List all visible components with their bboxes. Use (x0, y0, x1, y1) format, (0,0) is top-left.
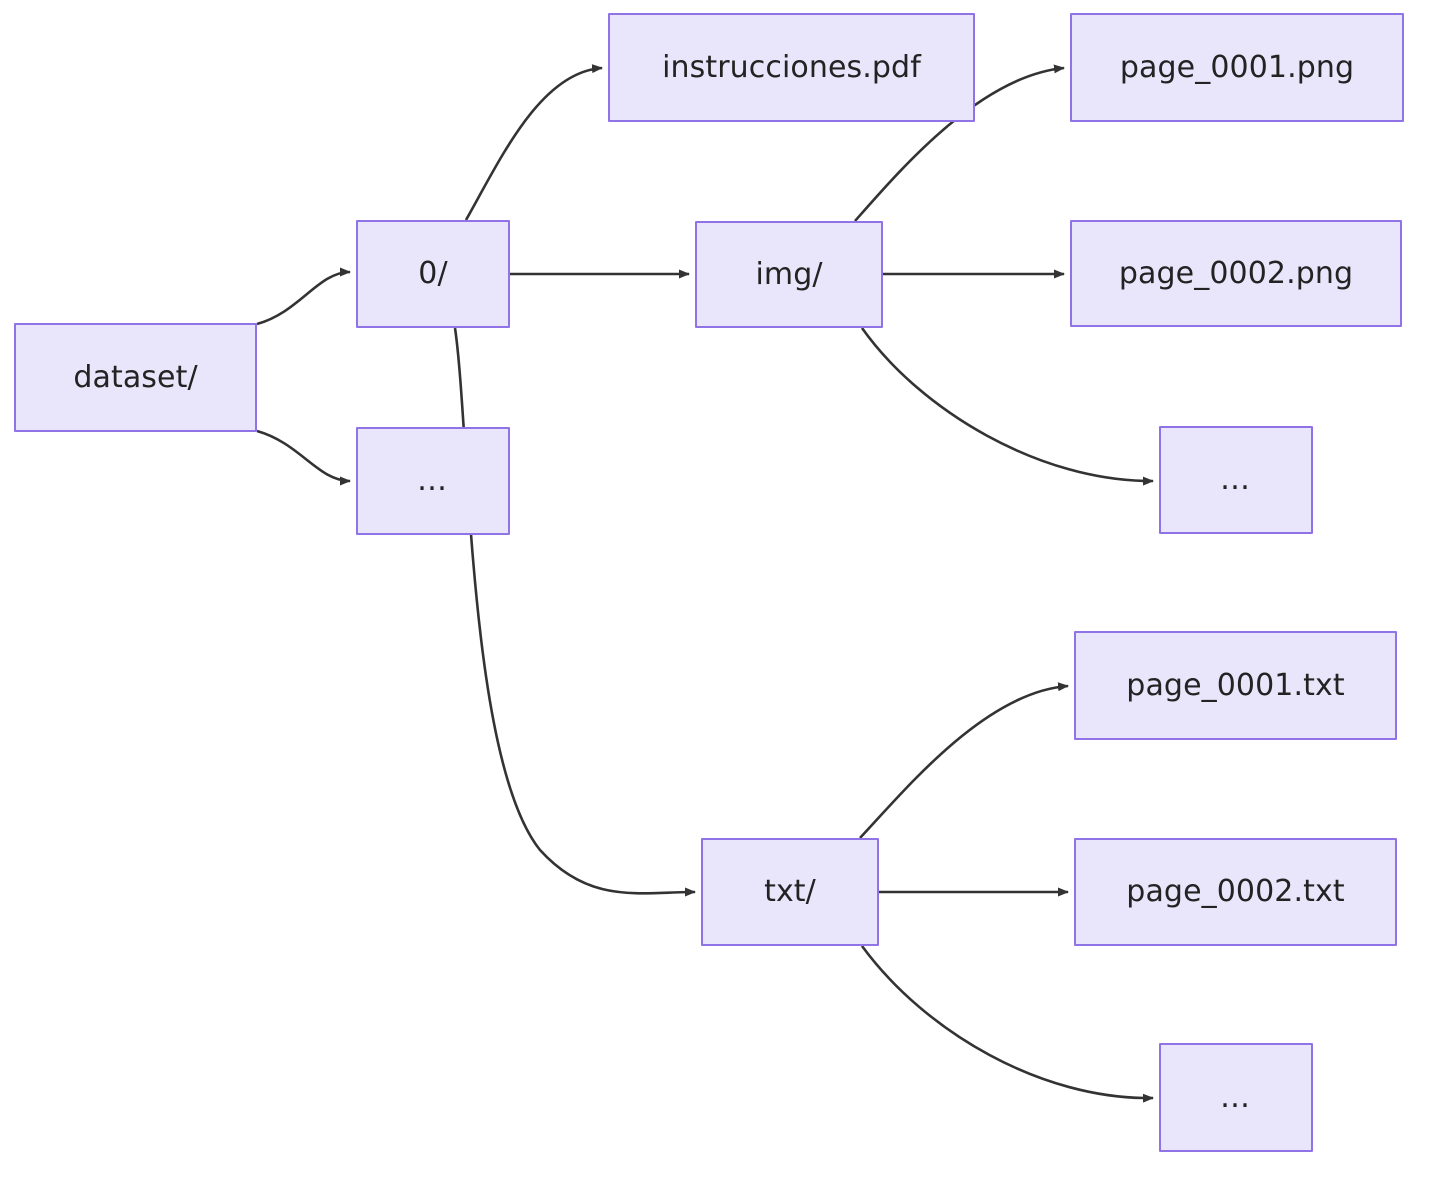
edge-txt-to-txt1 (859, 682, 1069, 839)
node-img[interactable]: img/ (695, 221, 883, 328)
node-label-png2: page_0002.png (1118, 255, 1354, 291)
edge-zero-to-instruc (464, 64, 603, 221)
node-instruc[interactable]: instrucciones.pdf (608, 13, 975, 122)
edge-txt-to-dots_txt (860, 945, 1154, 1103)
node-png1[interactable]: page_0001.png (1070, 13, 1404, 122)
node-label-img: img/ (755, 256, 823, 292)
node-dots_txt[interactable]: … (1159, 1043, 1313, 1152)
edge-dataset-to-zero (256, 267, 351, 326)
edge-img-to-dots_img (860, 327, 1154, 486)
node-dataset[interactable]: dataset/ (14, 323, 257, 432)
node-txt[interactable]: txt/ (701, 838, 879, 946)
edge-zero-to-txt (453, 327, 696, 897)
node-label-dots_img: … (1220, 462, 1252, 497)
node-dots_root[interactable]: … (356, 427, 510, 535)
node-label-dataset: dataset/ (73, 359, 198, 395)
node-label-txt: txt/ (764, 874, 816, 909)
node-label-dots_txt: … (1220, 1079, 1252, 1115)
node-png2[interactable]: page_0002.png (1070, 220, 1402, 327)
node-label-txt2: page_0002.txt (1126, 874, 1345, 909)
node-zero[interactable]: 0/ (356, 220, 510, 328)
node-label-instruc: instrucciones.pdf (662, 49, 921, 85)
node-label-txt1: page_0001.txt (1126, 667, 1345, 703)
node-label-dots_root: … (417, 463, 449, 498)
node-dots_img[interactable]: … (1159, 426, 1313, 534)
node-label-png1: page_0001.png (1119, 49, 1355, 85)
edge-dataset-to-dots_root (256, 429, 351, 486)
node-txt1[interactable]: page_0001.txt (1074, 631, 1397, 740)
node-txt2[interactable]: page_0002.txt (1074, 838, 1397, 946)
node-label-zero: 0/ (418, 256, 448, 291)
